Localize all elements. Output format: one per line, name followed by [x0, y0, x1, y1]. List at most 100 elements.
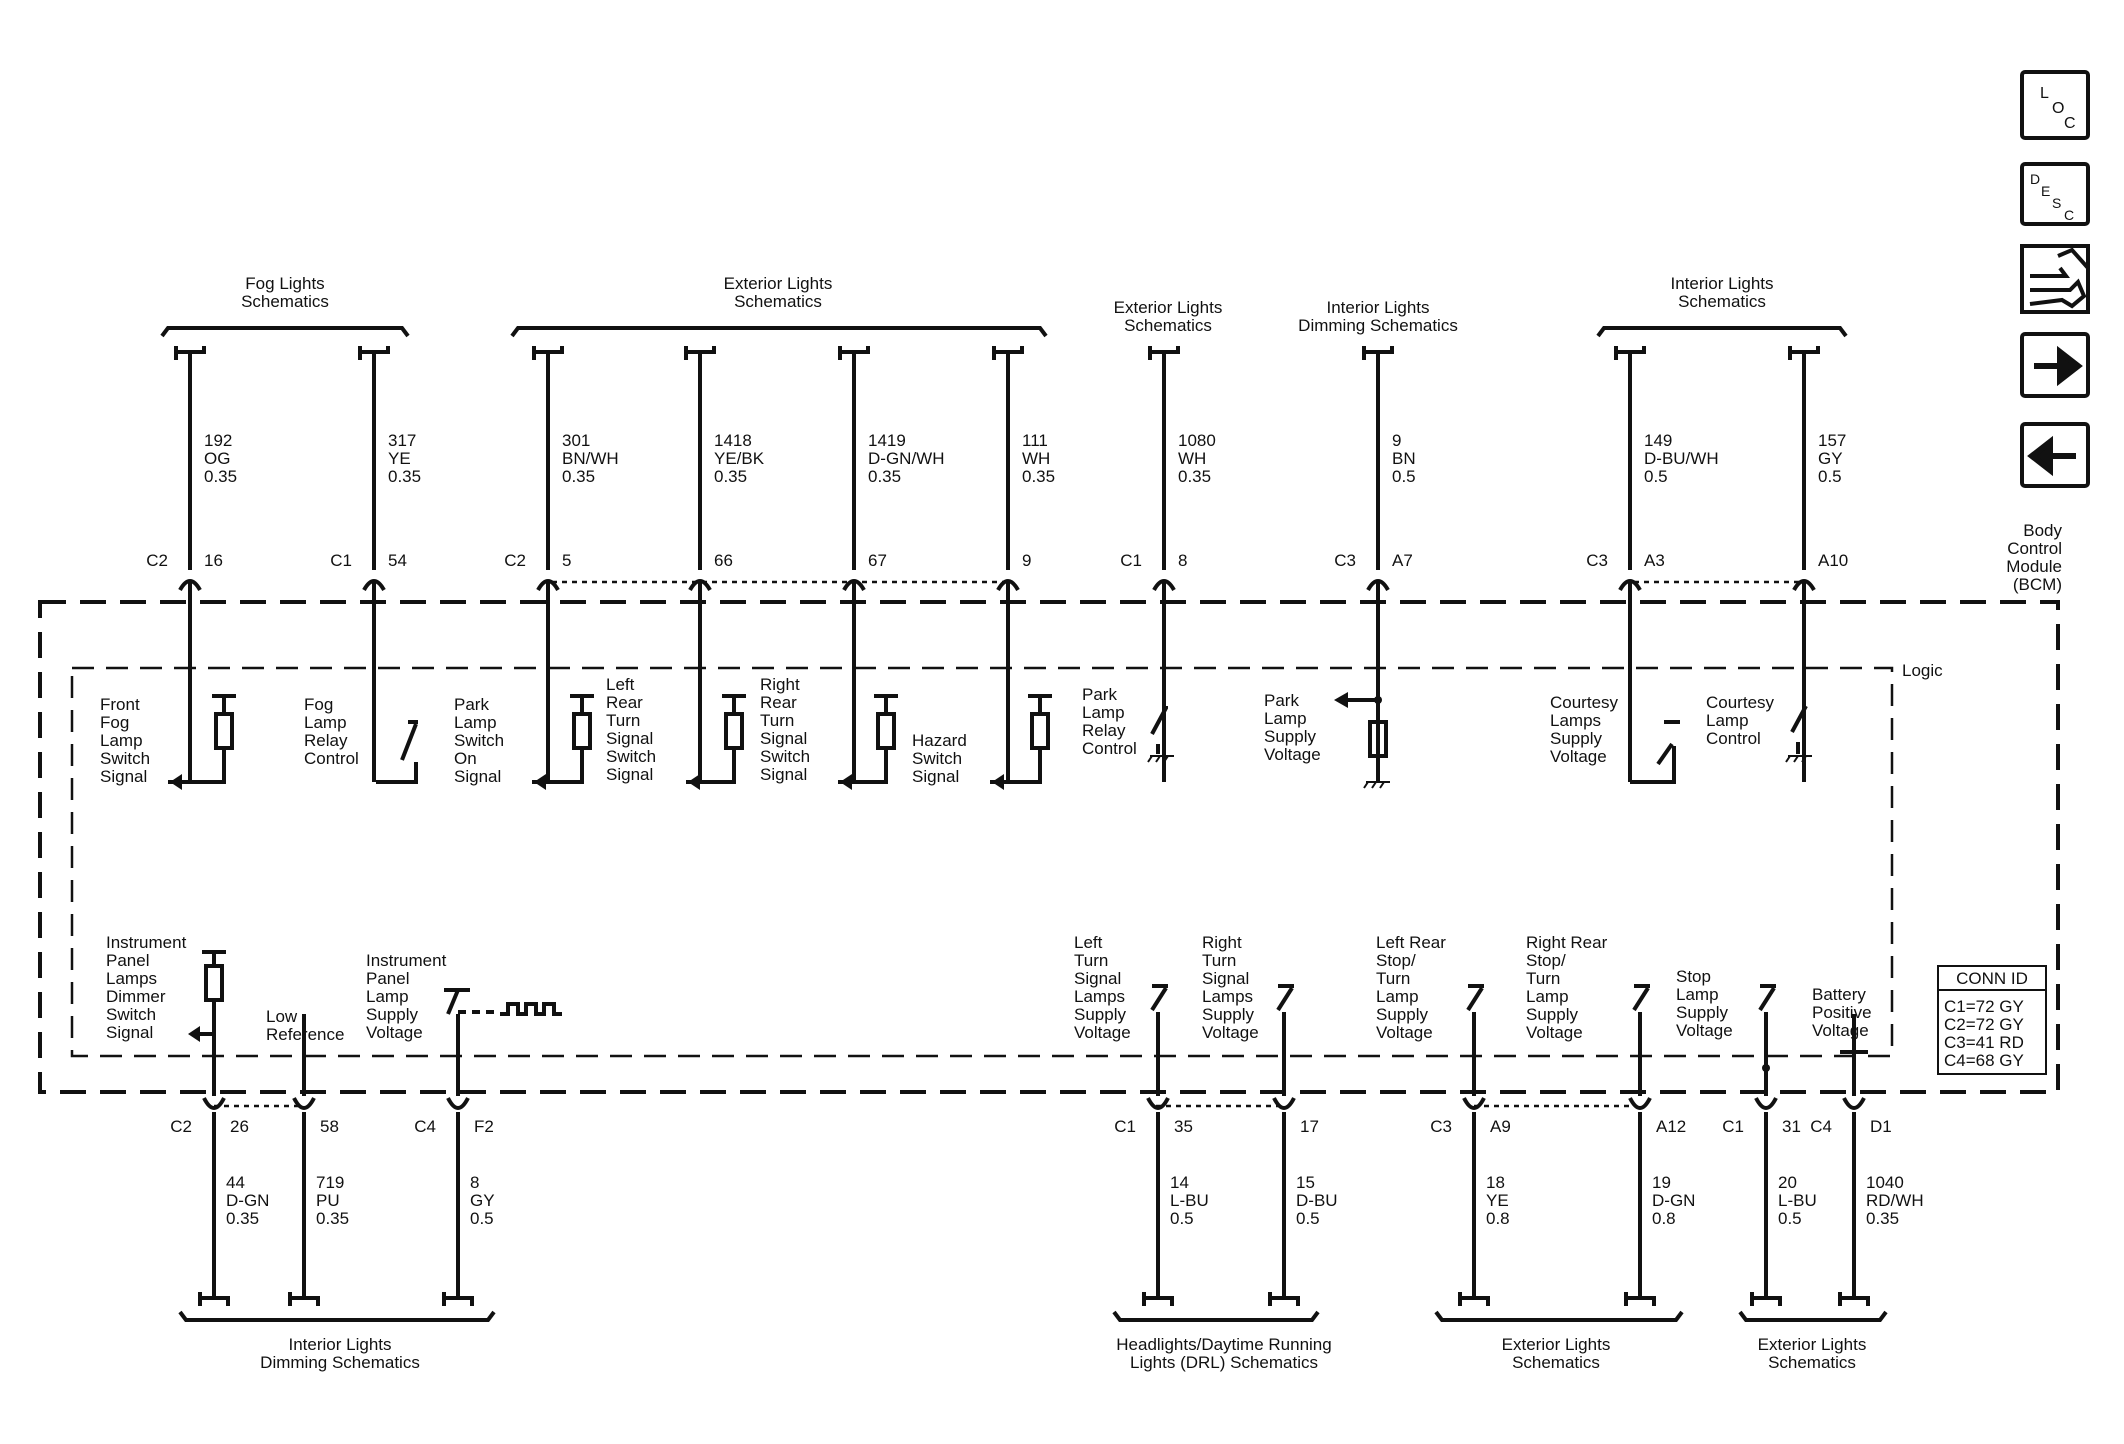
bcm-module-boundary [38, 600, 2060, 1094]
circuit-label: 0.5 [1170, 1209, 1194, 1228]
circuit-label: 8 [470, 1173, 479, 1192]
supply-switch [1150, 984, 1168, 1040]
svg-text:Lights (DRL) Schematics: Lights (DRL) Schematics [1130, 1353, 1318, 1372]
circuit-label: BN [1392, 449, 1416, 468]
circuit-label: 0.5 [1392, 467, 1416, 486]
function-label: Instrument [366, 951, 447, 970]
function-label: Switch [760, 747, 810, 766]
circuit-label: 0.35 [1178, 467, 1211, 486]
function-label: Stop [1676, 967, 1711, 986]
bottom-wire-circuit[interactable]: 15D-BU0.517RightTurnSignalLampsSupplyVol… [1202, 933, 1338, 1306]
function-label: Park [1082, 685, 1117, 704]
function-label: Reference [266, 1025, 344, 1044]
circuit-label: 301 [562, 431, 590, 450]
circuit-label: 111 [1022, 431, 1048, 450]
conn-id-row: C2=72 GY [1944, 1015, 2024, 1034]
conn-id-title: CONN ID [1956, 969, 2028, 988]
function-label: Courtesy [1550, 693, 1619, 712]
circuit-label: 20 [1778, 1173, 1797, 1192]
description-button[interactable]: D E S C [2020, 162, 2090, 226]
top-group-exterior[interactable]: Exterior Lights Schematics [510, 274, 1048, 338]
forward-arrow-button[interactable] [2020, 332, 2090, 398]
top-group-interior[interactable]: Interior Lights Schematics [1596, 274, 1848, 338]
circuit-label: 1419 [868, 431, 906, 450]
svg-text:Module: Module [2006, 557, 2062, 576]
bottom-group-exterior-2[interactable]: Exterior Lights Schematics [1738, 1310, 1888, 1372]
function-label: Supply [1202, 1005, 1254, 1024]
function-label: Front [100, 695, 140, 714]
top-group-interior-dimming[interactable]: Interior Lights Dimming Schematics [1298, 298, 1458, 335]
circuit-label: GY [1818, 449, 1843, 468]
top-wire-circuit[interactable]: 1419D-GN/WH0.3567RightRearTurnSignalSwit… [760, 346, 944, 784]
function-label: Low [266, 1007, 298, 1026]
connector-icon[interactable] [2020, 244, 2090, 314]
bottom-group-headlights-drl[interactable]: Headlights/Daytime Running Lights (DRL) … [1112, 1310, 1332, 1372]
fog-relay-switch [376, 720, 418, 784]
circuit-label: 0.35 [388, 467, 421, 486]
pin-label: A10 [1818, 551, 1848, 570]
circuit-label: 0.5 [470, 1209, 494, 1228]
circuit-label: BN/WH [562, 449, 619, 468]
pin-label: 67 [868, 551, 887, 570]
circuit-label: PU [316, 1191, 340, 1210]
conn-id-row: C3=41 RD [1944, 1033, 2024, 1052]
function-label: Signal [606, 729, 653, 748]
circuit-label: L-BU [1778, 1191, 1817, 1210]
circuit-label: OG [204, 449, 230, 468]
function-label: Park [1264, 691, 1299, 710]
pin-label: 5 [562, 551, 571, 570]
circuit-label: D-BU/WH [1644, 449, 1719, 468]
pin-label: 9 [1022, 551, 1031, 570]
svg-text:S: S [2052, 195, 2061, 211]
courtesy-control-switch-ground [1785, 705, 1812, 763]
park-relay-switch-ground [1147, 706, 1174, 763]
bottom-group-exterior[interactable]: Exterior Lights Schematics [1434, 1310, 1684, 1372]
function-label: Signal [912, 767, 959, 786]
location-button[interactable]: L O C [2020, 70, 2090, 140]
function-label: Signal [100, 767, 147, 786]
function-label: Turn [1202, 951, 1236, 970]
connector-label: C4 [1810, 1117, 1832, 1136]
function-label: Voltage [1376, 1023, 1433, 1042]
function-label: Park [454, 695, 489, 714]
instrument-supply-switch-pwm [444, 988, 562, 1016]
circuit-label: D-GN/WH [868, 449, 944, 468]
function-label: Courtesy [1706, 693, 1775, 712]
circuit-label: 157 [1818, 431, 1846, 450]
circuit-label: 14 [1170, 1173, 1189, 1192]
pullup-resistor-111 [990, 694, 1052, 790]
circuit-label: 719 [316, 1173, 344, 1192]
function-label: Signal [454, 767, 501, 786]
circuit-label: 0.35 [204, 467, 237, 486]
pin-label: A7 [1392, 551, 1413, 570]
top-wire-circuit[interactable]: 1418YE/BK0.3566LeftRearTurnSignalSwitchS… [606, 346, 765, 784]
bottom-group-interior-dimming[interactable]: Interior Lights Dimming Schematics [178, 1310, 496, 1372]
top-group-exterior-2[interactable]: Exterior Lights Schematics [1114, 298, 1223, 335]
logic-boundary [70, 666, 1894, 1058]
top-group-fog[interactable]: Fog Lights Schematics [160, 274, 410, 338]
back-arrow-button[interactable] [2020, 422, 2090, 488]
function-label: Signal [1202, 969, 1249, 988]
function-label: Supply [366, 1005, 418, 1024]
svg-text:Exterior Lights: Exterior Lights [1114, 298, 1223, 317]
function-label: Voltage [1550, 747, 1607, 766]
function-label: Turn [1376, 969, 1410, 988]
svg-text:Schematics: Schematics [1768, 1353, 1856, 1372]
svg-text:Schematics: Schematics [734, 292, 822, 311]
